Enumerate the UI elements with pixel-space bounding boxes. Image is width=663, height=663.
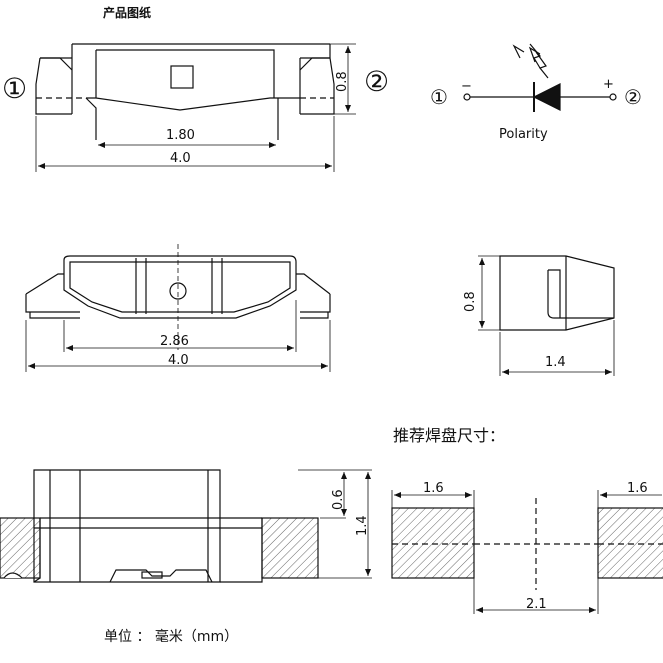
top-dim-height: 0.8	[335, 71, 350, 92]
pad-dim-gap: 2.1	[526, 597, 547, 612]
pad-dim-left: 1.6	[423, 481, 444, 496]
side-dim-width: 1.4	[545, 355, 566, 370]
polarity-symbol	[463, 43, 617, 112]
mount-dim-small: 0.6	[331, 489, 346, 510]
top-view	[35, 43, 356, 172]
polarity-label: Polarity	[499, 127, 548, 142]
front-dim-total: 4.0	[168, 353, 189, 368]
unit-note: 单位 ： 毫米（mm）	[104, 628, 238, 645]
polarity-pin-2-label: ②	[624, 85, 642, 109]
mount-dim-height: 1.4	[355, 515, 370, 536]
polarity-pin-1-label: ①	[430, 85, 448, 109]
front-view	[25, 244, 331, 372]
top-pin-2-label: ②	[364, 65, 389, 98]
side-dim-height: 0.8	[463, 291, 478, 312]
side-view	[478, 255, 615, 376]
top-dim-total: 4.0	[170, 151, 191, 166]
pad-layout	[391, 490, 663, 614]
top-dim-inner: 1.80	[166, 128, 195, 143]
top-pin-1-label: ①	[2, 72, 27, 105]
mount-view	[0, 469, 372, 583]
polarity-plus: +	[603, 77, 614, 92]
drawing-title: 产品图纸	[103, 5, 151, 20]
polarity-minus: −	[461, 79, 472, 94]
pad-dim-right: 1.6	[627, 481, 648, 496]
front-dim-inner: 2.86	[160, 334, 189, 349]
pad-heading: 推荐焊盘尺寸：	[393, 426, 505, 445]
